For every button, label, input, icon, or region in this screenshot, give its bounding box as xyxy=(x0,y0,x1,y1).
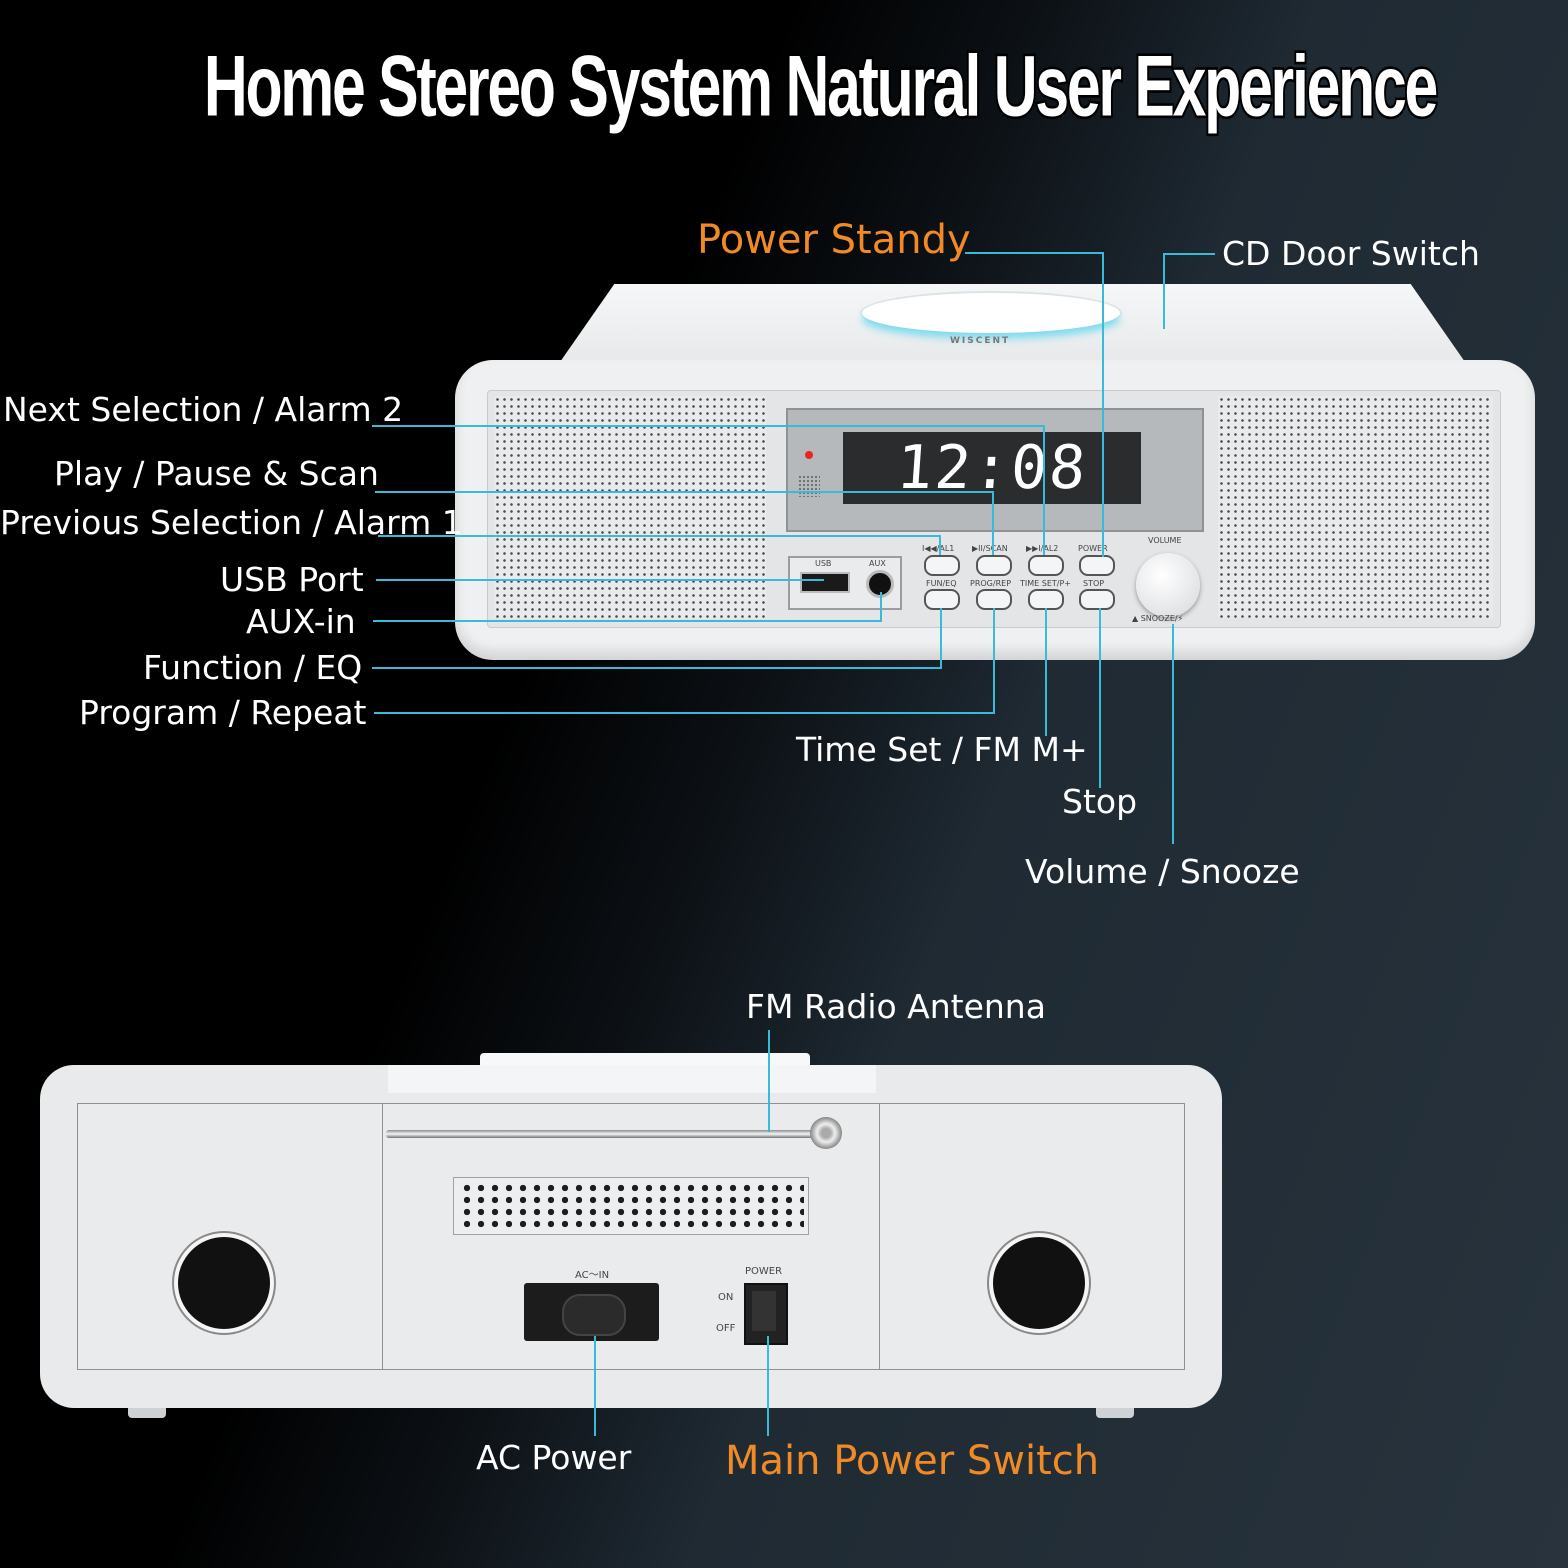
ac-power-leader xyxy=(594,1336,596,1436)
power-switch-label: POWER xyxy=(745,1266,783,1277)
prev-button-label: I◀◀/AL1 xyxy=(922,544,954,553)
prev-leader-v xyxy=(939,535,941,555)
ac-socket xyxy=(562,1294,626,1336)
stop-button-label: STOP xyxy=(1083,579,1105,588)
right-bass-port xyxy=(993,1237,1085,1329)
aux-leader-v xyxy=(880,592,882,622)
aux-in-callout: AUX-in xyxy=(246,602,356,641)
cd-door-switch-label: CD Door Switch xyxy=(1222,234,1480,273)
prev-leader-h xyxy=(378,535,941,537)
power-rocker xyxy=(752,1291,776,1331)
antenna-leader xyxy=(768,1030,770,1132)
volume-knob-label: VOLUME xyxy=(1148,536,1182,545)
play-pause-button[interactable] xyxy=(976,555,1012,576)
page-title: Home Stereo System Natural User Experien… xyxy=(202,36,1440,137)
ac-power-callout: AC Power xyxy=(476,1438,632,1477)
function-eq-button[interactable] xyxy=(924,589,960,610)
power-button-label: POWER xyxy=(1078,544,1108,553)
next-selection-label: Next Selection / Alarm 2 xyxy=(3,390,404,429)
on-label: ON xyxy=(718,1292,734,1303)
main-power-switch-callout: Main Power Switch xyxy=(725,1438,1100,1484)
aux-port-label: AUX xyxy=(869,559,886,568)
next-leader-h xyxy=(372,425,1045,427)
usb-port-label: USB xyxy=(815,559,832,568)
usb-port[interactable] xyxy=(800,572,850,593)
play-pause-label: Play / Pause & Scan xyxy=(54,454,379,493)
volume-snooze-callout: Volume / Snooze xyxy=(1025,852,1300,891)
left-speaker-grille xyxy=(494,396,766,618)
off-label: OFF xyxy=(716,1323,736,1334)
time-set-button-label: TIME SET/P+ xyxy=(1020,579,1071,588)
power-standby-label: Power Standy xyxy=(697,217,971,263)
play-button-label: ▶II/SCAN xyxy=(972,544,1008,553)
right-speaker-grille xyxy=(1218,396,1493,618)
prog-rep-button-label: PROG/REP xyxy=(970,579,1012,588)
ac-in-label: AC～IN xyxy=(575,1270,610,1281)
previous-selection-label: Previous Selection / Alarm 1 xyxy=(0,503,463,542)
power-leader xyxy=(1102,252,1104,557)
volume-leader xyxy=(1172,624,1174,844)
volume-knob[interactable] xyxy=(1136,553,1200,617)
fun-eq-button-label: FUN/EQ xyxy=(926,579,957,588)
antenna-pivot xyxy=(810,1117,842,1149)
rear-top-strip xyxy=(388,1065,876,1093)
rear-vent-holes xyxy=(460,1182,804,1230)
cd-door-leader xyxy=(1163,253,1165,329)
power-button[interactable] xyxy=(1079,555,1115,576)
fun-leader-v xyxy=(940,608,942,669)
fm-antenna-callout: FM Radio Antenna xyxy=(746,987,1046,1026)
fm-antenna[interactable] xyxy=(386,1130,826,1138)
stop-leader xyxy=(1099,608,1101,788)
usb-port-callout: USB Port xyxy=(220,560,364,599)
rear-cd-tray xyxy=(480,1053,810,1067)
snooze-label: ▲ SNOOZE/⚡ xyxy=(1132,614,1184,623)
brand-logo: WISCENT xyxy=(950,336,1011,346)
cd-door-ring xyxy=(862,293,1120,333)
power-leader-h xyxy=(965,252,1104,254)
program-repeat-button[interactable] xyxy=(976,589,1012,610)
fun-leader-h xyxy=(372,667,942,669)
time-set-button[interactable] xyxy=(1028,589,1064,610)
main-power-leader xyxy=(767,1336,769,1436)
left-foot xyxy=(128,1408,166,1418)
play-leader-h xyxy=(375,491,994,493)
aux-jack[interactable] xyxy=(866,570,894,598)
next-button-label: ▶▶I/AL2 xyxy=(1026,544,1058,553)
time-set-leader xyxy=(1045,608,1047,736)
next-leader-v xyxy=(1043,425,1045,555)
right-foot xyxy=(1096,1408,1134,1418)
cd-door-leader-h xyxy=(1163,253,1215,255)
stop-button[interactable] xyxy=(1079,589,1115,610)
prog-leader-v xyxy=(993,608,995,714)
left-bass-port xyxy=(178,1237,270,1329)
next-button[interactable] xyxy=(1028,555,1064,576)
aux-leader-h xyxy=(373,620,882,622)
usb-leader xyxy=(376,579,824,581)
program-repeat-callout: Program / Repeat xyxy=(79,693,367,732)
play-leader-v xyxy=(992,491,994,555)
function-eq-callout: Function / EQ xyxy=(143,648,363,687)
prog-leader-h xyxy=(374,712,995,714)
previous-button[interactable] xyxy=(924,555,960,576)
ir-sensor xyxy=(798,475,820,497)
standby-led xyxy=(805,451,813,459)
time-set-callout: Time Set / FM M+ xyxy=(796,730,1088,769)
stop-callout: Stop xyxy=(1062,782,1138,821)
